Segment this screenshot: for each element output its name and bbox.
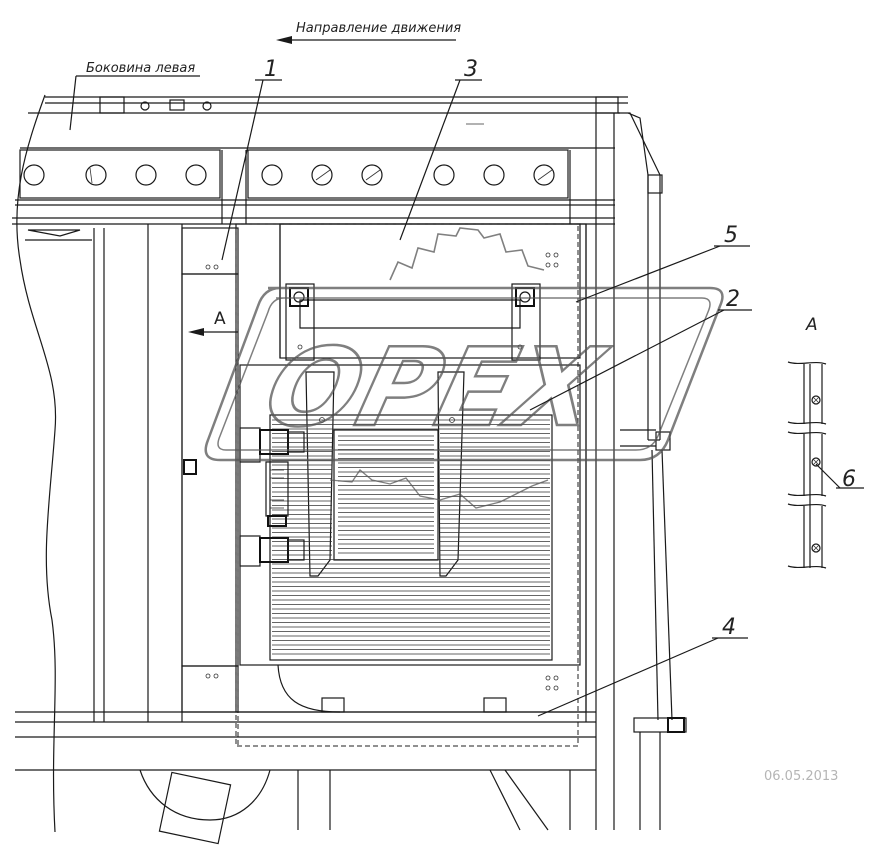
callout-5: 5 [724, 223, 738, 248]
direction-arrow [276, 36, 456, 44]
right-strut [618, 112, 687, 830]
top-frame [12, 96, 628, 225]
direction-label: Направление движения [296, 21, 461, 36]
callout-2: 2 [726, 287, 740, 312]
side-label: Боковина левая [86, 61, 195, 76]
view-arrow [188, 328, 238, 336]
detail-view-a [787, 361, 827, 569]
left-break-line [16, 94, 57, 833]
drawing-date: 06.05.2013 [764, 769, 838, 784]
callout-4: 4 [722, 615, 736, 640]
detail-title-a: А [805, 315, 818, 335]
beam-holes [19, 149, 569, 199]
watermark-logo: OPEX [204, 227, 724, 509]
watermark-text: OPEX [254, 325, 619, 451]
callout-3: 3 [464, 57, 478, 82]
bottom-frame [15, 664, 596, 845]
side-panel-details [25, 229, 92, 241]
callout-1: 1 [264, 57, 278, 82]
gear-icon [389, 227, 545, 281]
radiator-core [239, 364, 581, 666]
pipe-fittings [239, 427, 305, 567]
left-shroud [181, 227, 239, 745]
leader-lines [69, 75, 864, 717]
view-marker-a: А [214, 309, 226, 329]
callout-6: 6 [842, 467, 856, 492]
